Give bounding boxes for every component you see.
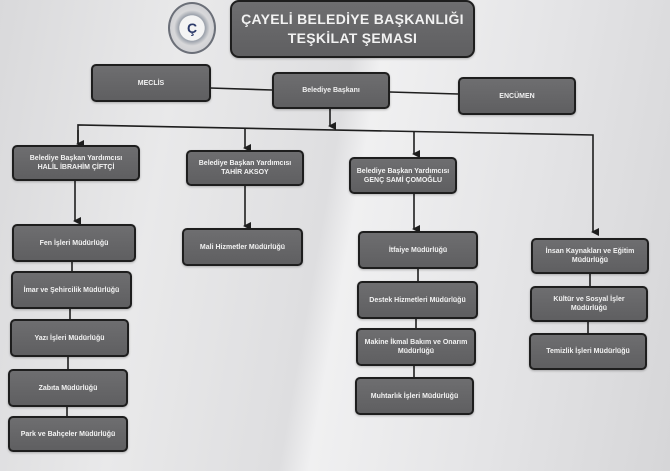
node-label: ENCÜMEN [499,92,535,100]
node-label: İnsan Kaynakları ve Eğitim Müdürlüğü [545,248,635,264]
node-zabita[interactable]: Zabıta Müdürlüğü [8,369,128,407]
node-label: Park ve Bahçeler Müdürlüğü [20,430,116,438]
node-person: HALİL İBRAHİM ÇİFTÇİ [37,164,115,171]
title-line-1: ÇAYELİ BELEDİYE BAŞKANLIĞI [241,11,464,27]
node-label: Destek Hizmetleri Müdürlüğü [369,296,466,304]
node-person: GENÇ SAMİ ÇOMOĞLU [363,176,443,184]
node-temizlik-isleri[interactable]: Temizlik İşleri Müdürlüğü [529,333,647,370]
node-park-bahceler[interactable]: Park ve Bahçeler Müdürlüğü [8,416,128,452]
node-muhtarlik-isleri[interactable]: Muhtarlık İşleri Müdürlüğü [355,377,474,415]
node-label: İtfaiye Müdürlüğü [388,246,448,254]
title-line-2: TEŞKİLAT ŞEMASI [287,30,418,46]
node-label: Belediye Başkanı [302,87,360,94]
node-deputy-3[interactable]: Belediye Başkan Yardımcısı GENÇ SAMİ ÇOM… [349,157,457,194]
node-insan-kaynaklari[interactable]: İnsan Kaynakları ve Eğitim Müdürlüğü [531,238,649,274]
node-label: Zabıta Müdürlüğü [38,384,98,392]
node-yazi-isleri[interactable]: Yazı İşleri Müdürlüğü [10,319,129,357]
node-fen-isleri[interactable]: Fen İşleri Müdürlüğü [12,224,136,262]
municipality-logo: Ç [168,2,216,54]
chart-title: ÇAYELİ BELEDİYE BAŞKANLIĞI TEŞKİLAT ŞEMA… [230,0,475,58]
logo-icon: Ç [186,20,198,36]
node-imar-sehircilik[interactable]: İmar ve Şehircilik Müdürlüğü [11,271,132,309]
node-label: Makine İkmal Bakım ve Onarım Müdürlüğü [364,339,468,355]
node-label: Kültür ve Sosyal İşler Müdürlüğü [553,296,625,312]
node-destek-hizmetleri[interactable]: Destek Hizmetleri Müdürlüğü [357,281,478,319]
node-label: Yazı İşleri Müdürlüğü [34,334,105,342]
node-mayor[interactable]: Belediye Başkanı [272,72,390,109]
node-itfaiye[interactable]: İtfaiye Müdürlüğü [358,231,478,269]
node-person: TAHİR AKSOY [221,169,269,176]
node-label: Mali Hizmetler Müdürlüğü [199,243,286,251]
node-title: Belediye Başkan Yardımcısı [198,160,292,167]
node-label: MECLİS [137,79,165,87]
node-label: İmar ve Şehircilik Müdürlüğü [23,286,120,294]
node-deputy-1[interactable]: Belediye Başkan Yardımcısı HALİL İBRAHİM… [12,145,140,181]
node-title: Belediye Başkan Yardımcısı [356,167,450,175]
node-mali-hizmetler[interactable]: Mali Hizmetler Müdürlüğü [182,228,303,266]
node-kultur-sosyal[interactable]: Kültür ve Sosyal İşler Müdürlüğü [530,286,648,322]
node-label: Fen İşleri Müdürlüğü [39,239,109,247]
node-title: Belediye Başkan Yardımcısı [29,155,123,162]
node-label: Temizlik İşleri Müdürlüğü [546,348,630,355]
node-deputy-2[interactable]: Belediye Başkan Yardımcısı TAHİR AKSOY [186,150,304,186]
node-meclis[interactable]: MECLİS [91,64,211,102]
node-label: Muhtarlık İşleri Müdürlüğü [370,392,459,400]
node-encumen[interactable]: ENCÜMEN [458,77,576,115]
node-makine-ikmal[interactable]: Makine İkmal Bakım ve Onarım Müdürlüğü [356,328,476,366]
